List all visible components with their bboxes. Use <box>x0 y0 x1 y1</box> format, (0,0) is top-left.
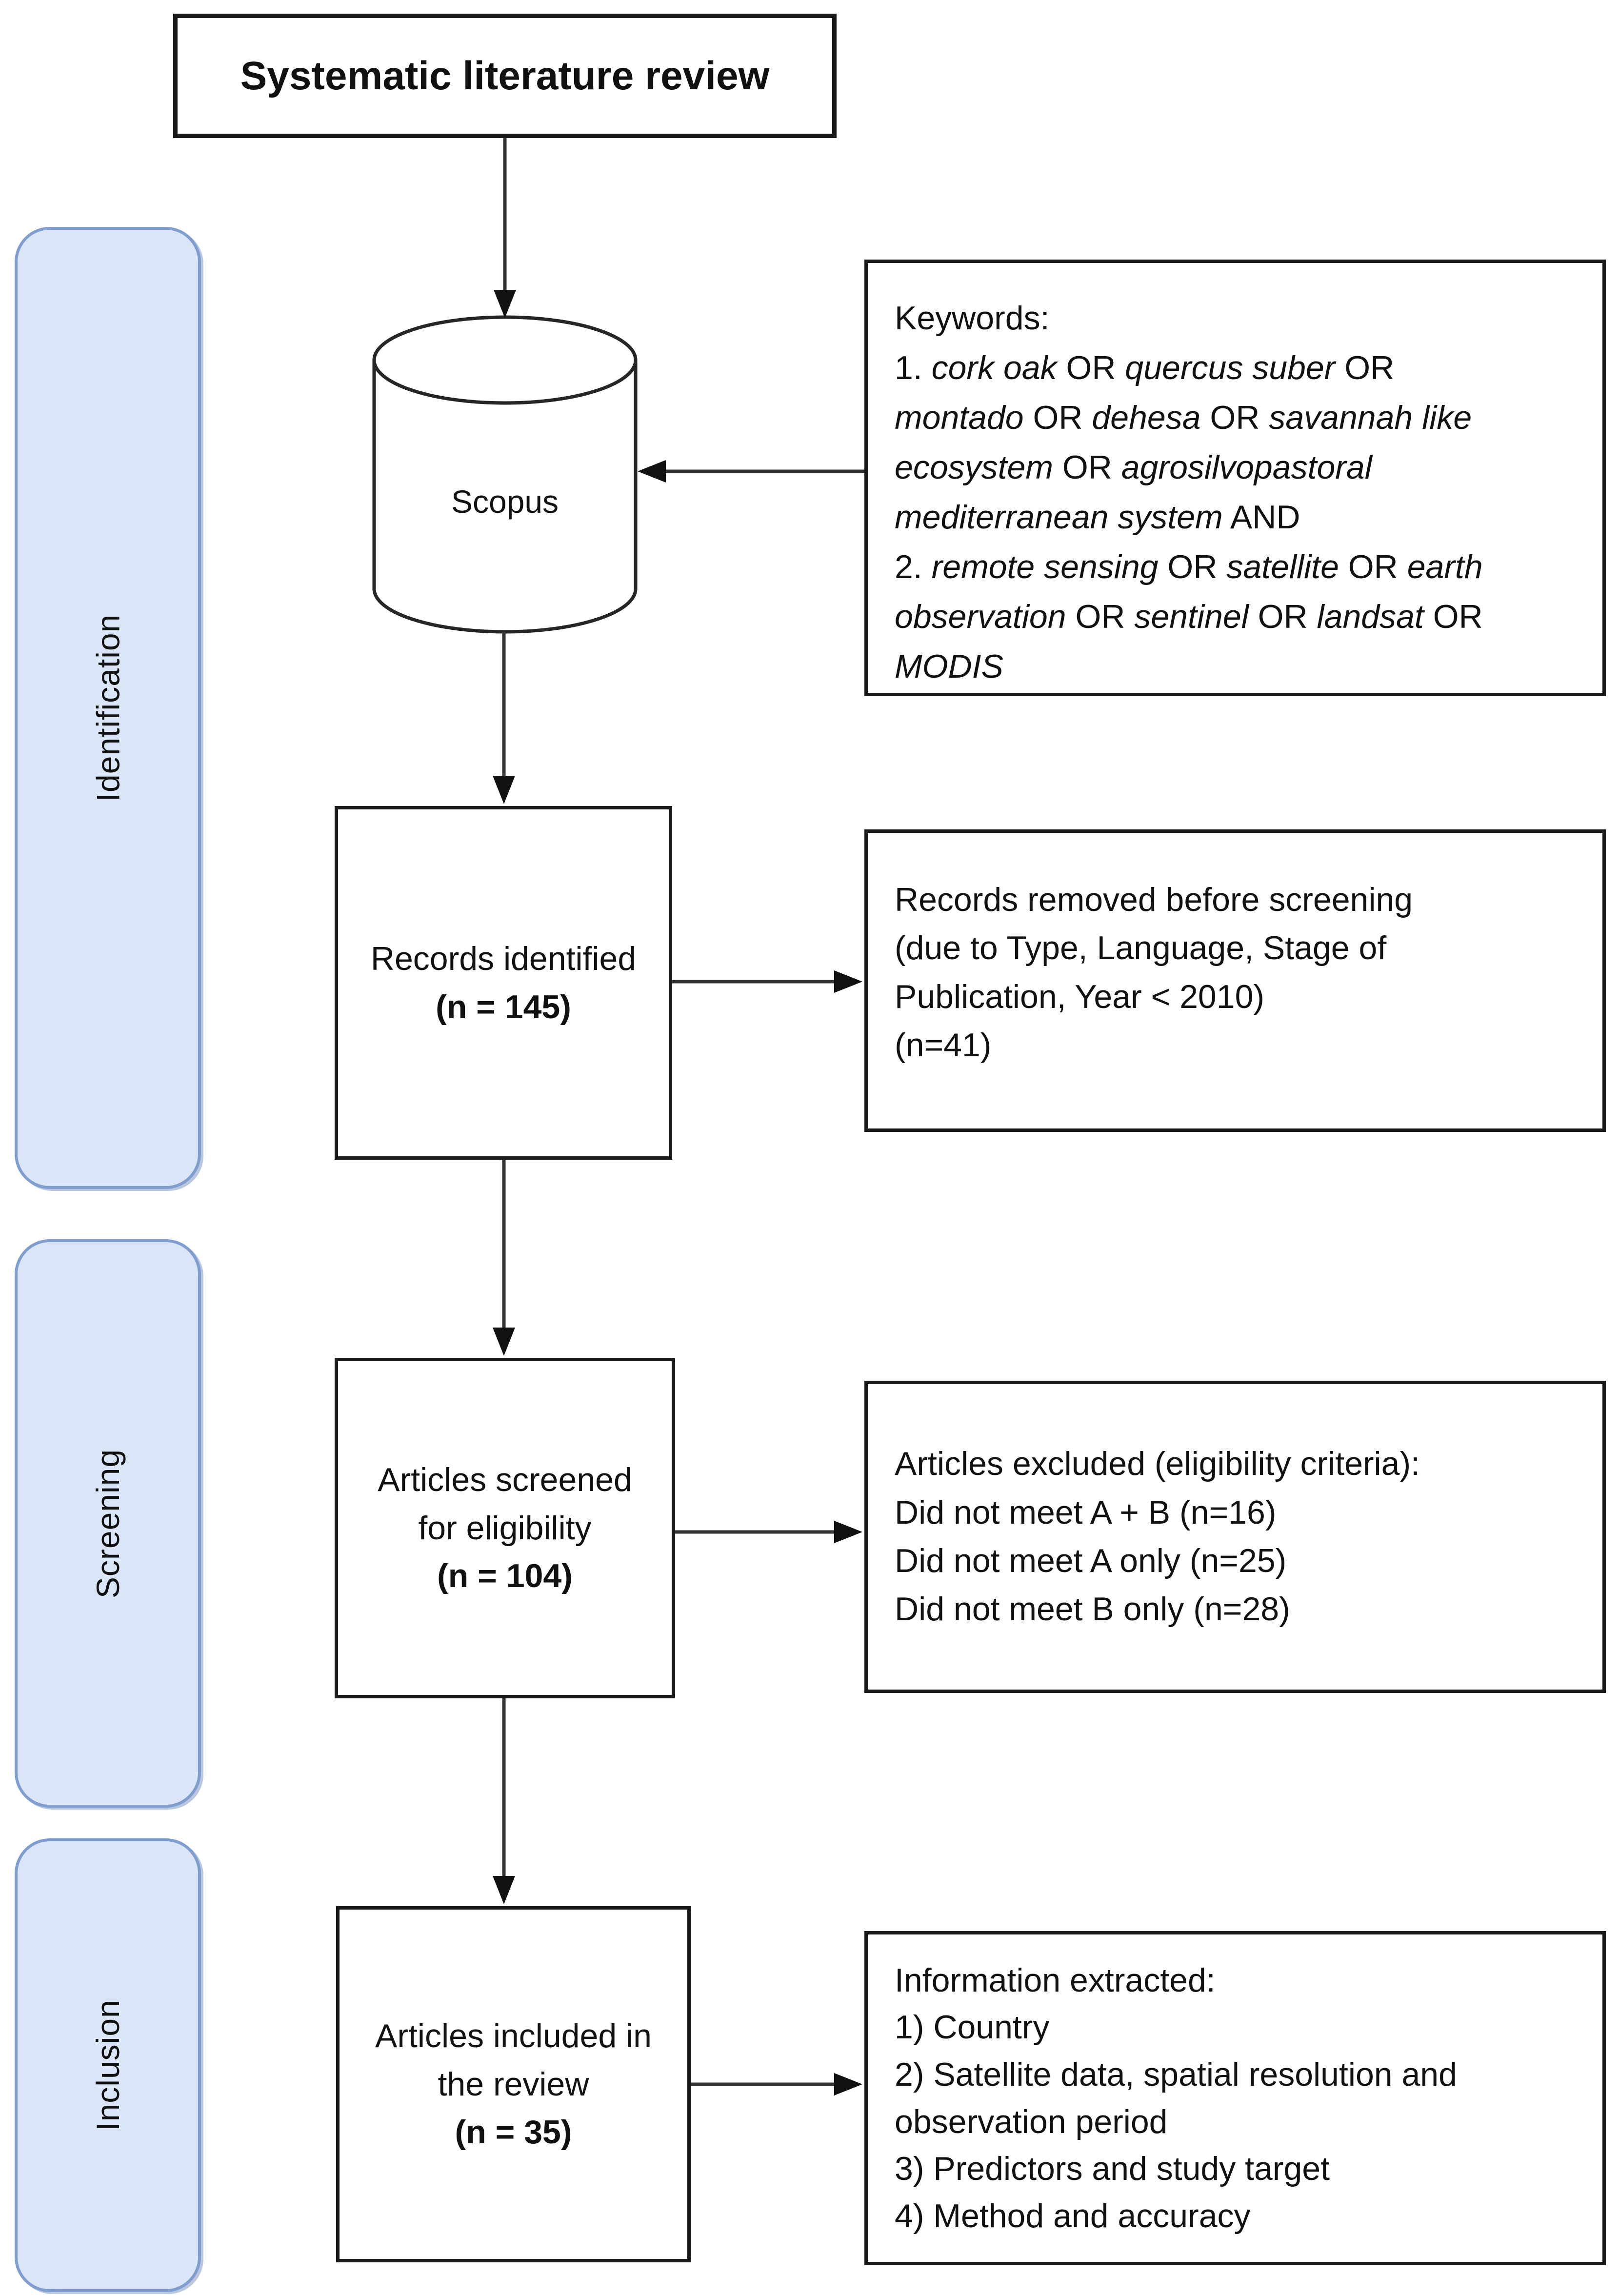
articles-included-label: Articles included in <box>375 2017 652 2055</box>
records-removed-box: Records removed before screening (due to… <box>864 829 1606 1132</box>
articles-included-count: (n = 35) <box>455 2114 572 2151</box>
keyword-run: OR <box>1200 399 1269 436</box>
keyword-run: 2. <box>895 548 932 585</box>
records-removed-line: Publication, Year < 2010) <box>895 978 1265 1015</box>
arrow-database-to-records <box>493 632 515 804</box>
records-removed-line: Records removed before screening <box>895 881 1413 918</box>
articles-screened-label: Articles screened <box>378 1461 632 1499</box>
articles-screened-box: Articles screened for eligibility (n = 1… <box>335 1358 675 1698</box>
arrowhead-down-icon <box>493 776 515 804</box>
information-extracted-line: 3) Predictors and study target <box>895 2150 1330 2188</box>
keyword-run: OR <box>1339 548 1407 585</box>
keyword-run: OR <box>1057 349 1125 386</box>
articles-included-label: the review <box>438 2065 589 2103</box>
articles-excluded-box: Articles excluded (eligibility criteria)… <box>864 1381 1606 1693</box>
page-title: Systematic literature review <box>240 53 770 98</box>
articles-excluded-line: Did not meet B only (n=28) <box>895 1591 1290 1628</box>
cylinder-top <box>372 315 638 405</box>
keyword-run: OR <box>1158 548 1227 585</box>
arrowhead-down-icon <box>493 1876 515 1904</box>
arrowhead-right-icon <box>834 2073 862 2095</box>
database-cylinder <box>372 315 638 634</box>
keyword-run: OR <box>1066 598 1135 635</box>
arrow-included-to-info <box>691 2073 862 2095</box>
arrow-screened-to-excluded <box>675 1521 862 1543</box>
keyword-run: montado <box>895 399 1024 436</box>
arrowhead-down-icon <box>493 1328 515 1356</box>
information-extracted-line: 2) Satellite data, spatial resolution an… <box>895 2055 1457 2093</box>
keyword-run: MODIS <box>895 648 1003 685</box>
arrow-title-to-database <box>494 138 516 318</box>
keyword-run: agrosilvopastoral mediterranean system <box>895 449 1372 536</box>
keyword-run: OR <box>1023 399 1092 436</box>
articles-excluded-line: Articles excluded (eligibility criteria)… <box>895 1445 1420 1483</box>
keyword-run: OR <box>1248 598 1317 635</box>
keyword-run: cork oak <box>931 349 1057 386</box>
information-extracted-line: observation period <box>895 2103 1168 2140</box>
keyword-run: savannah like ecosystem <box>895 399 1472 486</box>
information-extracted-line: 4) Method and accuracy <box>895 2197 1251 2235</box>
articles-screened-label: for eligibility <box>418 1509 592 1547</box>
arrowhead-down-icon <box>494 290 516 318</box>
keyword-run: earth observation <box>895 548 1483 635</box>
keyword-run: satellite <box>1226 548 1339 585</box>
records-identified-count: (n = 145) <box>436 988 571 1026</box>
keyword-run: dehesa <box>1092 399 1201 436</box>
records-removed-line: (due to Type, Language, Stage of <box>895 929 1387 967</box>
articles-screened-count: (n = 104) <box>437 1557 573 1595</box>
arrow-screened-to-included <box>493 1698 515 1904</box>
information-extracted-line: Information extracted: <box>895 1961 1216 1999</box>
records-identified-box: Records identified (n = 145) <box>335 806 672 1160</box>
keyword-run: quercus suber <box>1125 349 1336 386</box>
keyword-run: Keywords: <box>895 300 1050 337</box>
keyword-run: remote sensing <box>931 548 1159 585</box>
arrow-records-to-screened <box>493 1160 515 1356</box>
keyword-run: 1. <box>895 349 932 386</box>
arrow-keywords-to-database <box>638 460 864 483</box>
arrowhead-right-icon <box>834 970 862 993</box>
database-label: Scopus <box>451 483 559 520</box>
arrowhead-left-icon <box>638 460 666 483</box>
keyword-run: OR <box>1053 449 1121 486</box>
keyword-run: sentinel <box>1134 598 1249 635</box>
keyword-run: OR <box>1344 349 1395 386</box>
keyword-run: OR <box>1433 598 1483 635</box>
stage-rail-screening: Screening <box>15 1239 201 1808</box>
records-removed-count: (n=41) <box>895 1026 992 1064</box>
articles-excluded-line: Did not meet A + B (n=16) <box>895 1493 1277 1531</box>
keyword-run: landsat <box>1317 598 1424 635</box>
title-box: Systematic literature review <box>173 14 837 138</box>
records-identified-label: Records identified <box>370 940 637 977</box>
articles-excluded-line: Did not meet A only (n=25) <box>895 1542 1287 1579</box>
keywords-box: Keywords: 1. cork oak OR quercus suber O… <box>864 260 1606 696</box>
information-extracted-box: Information extracted: 1) Country 2) Sat… <box>864 1931 1606 2265</box>
arrowhead-right-icon <box>834 1521 862 1543</box>
articles-included-box: Articles included in the review (n = 35) <box>336 1906 691 2262</box>
arrow-records-to-removed <box>672 970 862 993</box>
stage-rail-identification: Identification <box>15 227 201 1189</box>
stage-rail-inclusion: Inclusion <box>15 1838 201 2292</box>
keyword-run: AND <box>1230 499 1300 536</box>
information-extracted-line: 1) Country <box>895 2009 1050 2046</box>
